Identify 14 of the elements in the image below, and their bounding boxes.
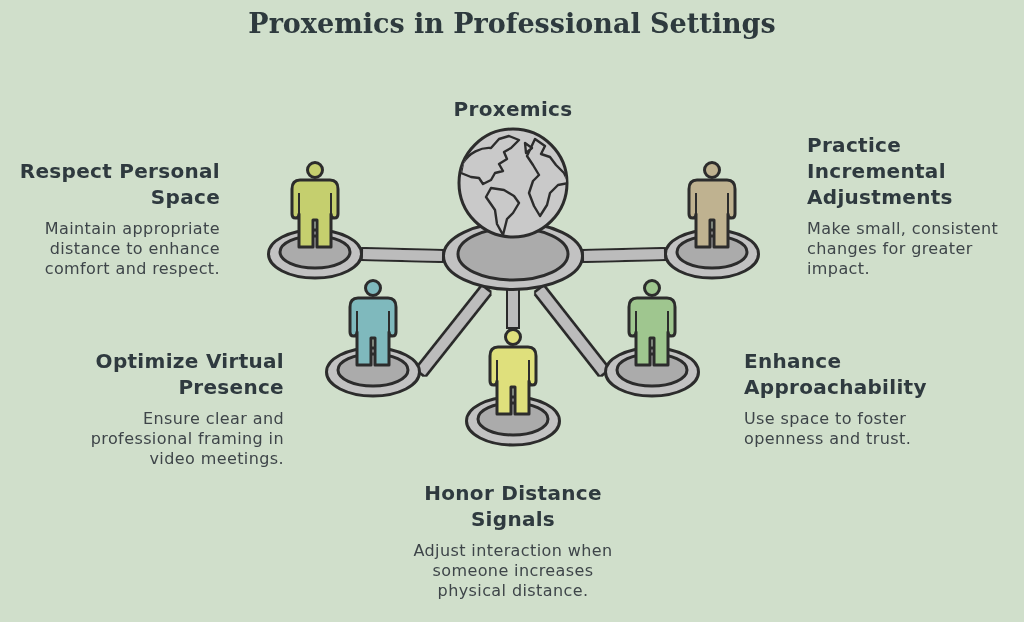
topic-description: Ensure clear and professional framing in video meetings. bbox=[89, 409, 284, 469]
spoke-connector bbox=[535, 286, 608, 376]
topic-description: Use space to foster openness and trust. bbox=[744, 409, 913, 449]
topic-heading: Enhance Approachability bbox=[744, 348, 928, 400]
topic-description: Adjust interaction when someone increases physical distance. bbox=[412, 541, 614, 601]
topic-heading: Optimize Virtual Presence bbox=[94, 348, 284, 400]
topic-description: Make small, consistent changes for greater impact. bbox=[807, 219, 1000, 279]
diagram-title: Proxemics in Professional Settings bbox=[248, 8, 776, 40]
hub-heading: Proxemics bbox=[453, 96, 573, 122]
spoke-connector bbox=[417, 286, 490, 376]
topic-heading: Respect Personal Space bbox=[18, 158, 220, 210]
topic-description: Maintain appropriate distance to enhance comfort and respect. bbox=[43, 219, 220, 279]
topic-heading: Practice Incremental Adjustments bbox=[807, 132, 954, 210]
topic-heading: Honor Distance Signals bbox=[423, 480, 603, 532]
